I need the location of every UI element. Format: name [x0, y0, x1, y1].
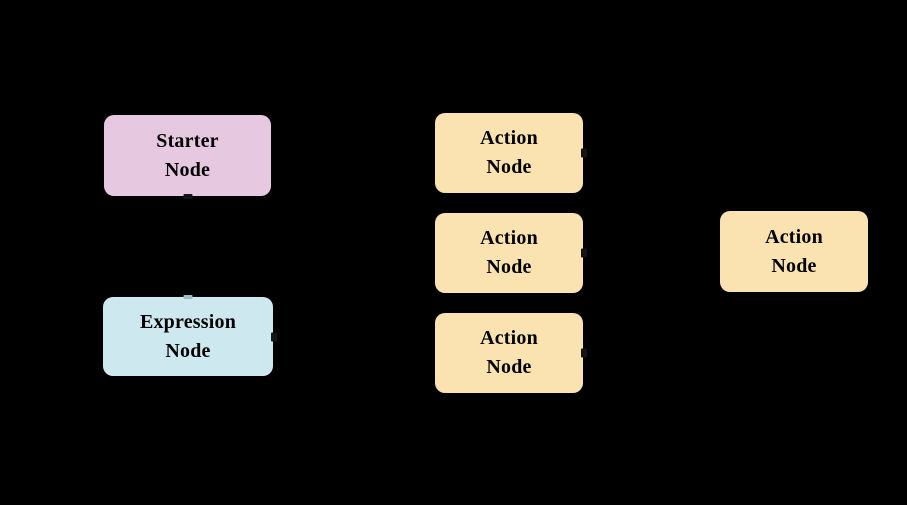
expression-node[interactable]: Expression Node [103, 295, 277, 376]
expression-node-port-top-icon[interactable] [183, 295, 193, 299]
action-node-2[interactable]: Action Node [435, 213, 587, 293]
expression-node-port-right-icon[interactable] [271, 332, 277, 341]
action-node-1[interactable]: Action Node [435, 113, 587, 193]
action-node-4-label: Action Node [765, 225, 823, 277]
starter-node[interactable]: Starter Node [104, 115, 271, 199]
starter-node-label: Starter Node [156, 129, 219, 181]
starter-node-port-bottom-icon[interactable] [183, 194, 192, 199]
action-node-2-port-right-icon[interactable] [581, 248, 587, 258]
action-node-3-label: Action Node [480, 327, 538, 378]
expression-node-label: Expression Node [139, 310, 237, 362]
action-node-1-label: Action Node [480, 127, 538, 178]
action-node-3[interactable]: Action Node [435, 313, 587, 393]
action-node-4[interactable]: Action Node [720, 211, 868, 292]
action-node-3-port-right-icon[interactable] [581, 348, 587, 358]
action-node-1-port-right-icon[interactable] [581, 148, 587, 158]
action-node-2-label: Action Node [480, 227, 538, 278]
